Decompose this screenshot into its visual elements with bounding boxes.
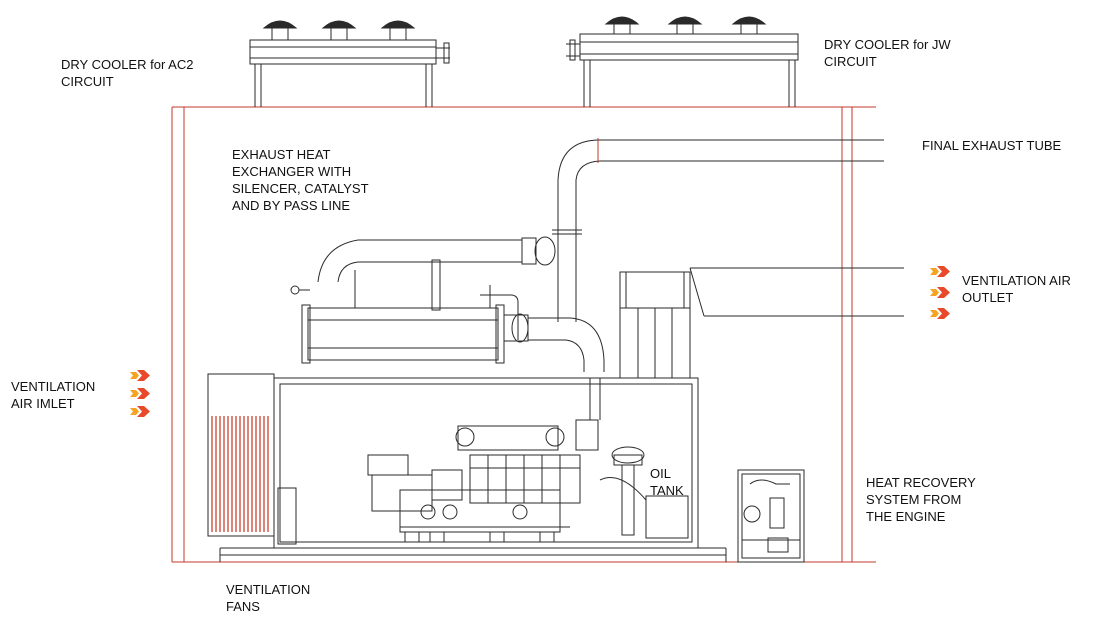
ventilation-outlet-duct	[619, 267, 904, 379]
label-exhaust-heat-exchanger: EXHAUST HEAT EXCHANGER WITH SILENCER, CA…	[232, 147, 369, 213]
orange-flow-arrow-icon	[930, 285, 950, 298]
dry-cooler-ac2	[249, 20, 450, 107]
dry-cooler-jw	[566, 16, 799, 107]
label-ventilation-fans: VENTILATION FANS	[226, 582, 311, 614]
orange-flow-arrow-icon	[930, 264, 950, 277]
label-dry-cooler-jw: DRY COOLER for JW CIRCUIT	[824, 37, 951, 69]
orange-flow-arrow-icon	[930, 306, 950, 319]
engine-generator	[367, 378, 601, 543]
orange-flow-arrow-icon	[130, 368, 150, 381]
heat-recovery-system	[737, 469, 805, 563]
label-ventilation-air-inlet: VENTILATION AIR IMLET	[11, 379, 96, 411]
orange-flow-arrow-icon	[130, 386, 150, 399]
exhaust-heat-exchanger	[290, 236, 605, 372]
ventilation-fans	[207, 373, 297, 545]
label-oil-tank: OIL TANK	[650, 466, 684, 498]
fan-stripes	[211, 416, 269, 532]
label-ventilation-air-outlet: VENTILATION AIR OUTLET	[962, 273, 1071, 305]
label-dry-cooler-ac2: DRY COOLER for AC2 CIRCUIT	[61, 57, 194, 89]
final-exhaust-tube	[552, 138, 884, 322]
oil-tank	[599, 446, 689, 539]
orange-flow-arrow-icon	[130, 404, 150, 417]
label-final-exhaust-tube: FINAL EXHAUST TUBE	[922, 138, 1062, 153]
label-heat-recovery: HEAT RECOVERY SYSTEM FROM THE ENGINE	[866, 475, 976, 524]
